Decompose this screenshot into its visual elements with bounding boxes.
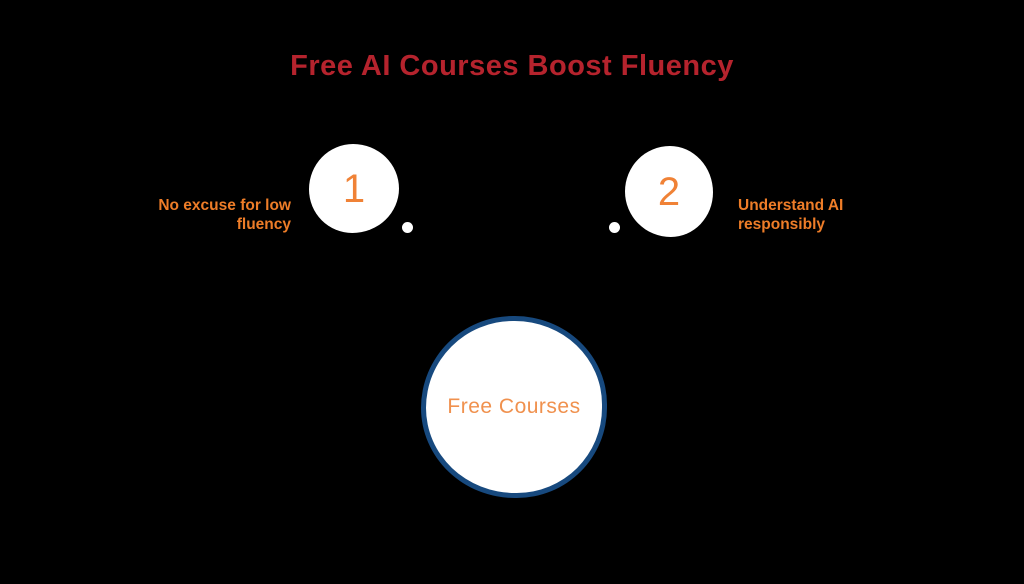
step-2-bubble-tail-dot: [609, 222, 620, 233]
step-2-number: 2: [657, 169, 681, 214]
center-circle-label: Free Courses: [447, 395, 581, 418]
step-2-label: Understand AI responsibly: [738, 197, 844, 234]
page-title: Free AI Courses Boost Fluency: [290, 50, 734, 82]
step-2-bubble: 2: [625, 146, 713, 237]
step-1-label: No excuse for low fluency: [158, 197, 291, 234]
step-1-bubble: 1: [309, 144, 399, 233]
center-circle: Free Courses: [421, 316, 607, 498]
step-1-bubble-tail-dot: [402, 222, 413, 233]
step-1-number: 1: [342, 166, 366, 211]
